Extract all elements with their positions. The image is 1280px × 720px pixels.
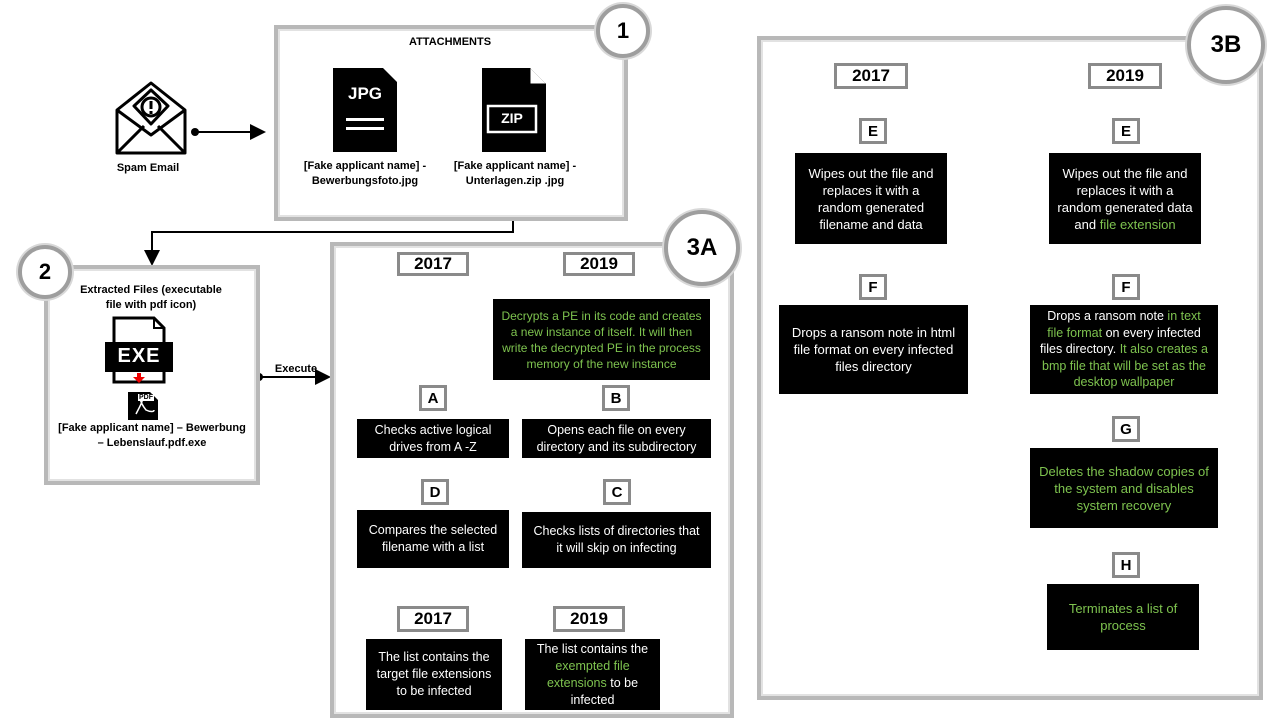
- extracted-caption: [Fake applicant name] – Bewerbung – Lebe…: [50, 421, 254, 451]
- 3a-list-2017-text: The list contains the target file extens…: [376, 650, 492, 698]
- 3a-step-c: C: [603, 479, 631, 505]
- 3a-step-d: D: [421, 479, 449, 505]
- attachments-title: ATTACHMENTS: [408, 36, 492, 48]
- 3b-e-2019-text: Wipes out the file and replaces it with …: [1057, 165, 1193, 233]
- 3a-d-box: Compares the selected filename with a li…: [357, 510, 509, 568]
- 3b-f-2017-text: Drops a ransom note in html file format …: [791, 325, 956, 374]
- 3a-decrypt-box: Decrypts a PE in its code and creates a …: [493, 299, 710, 380]
- 3a-list-2019-pre: The list contains the: [536, 641, 649, 656]
- extracted-title-line1: Extracted Files (executable: [80, 284, 222, 296]
- 3b-g-text: Deletes the shadow copies of the system …: [1039, 463, 1209, 513]
- 3a-step-a: A: [419, 385, 447, 411]
- step-3a-badge: 3A: [664, 210, 740, 286]
- zip-file-icon: ZIP: [482, 68, 546, 152]
- 3b-year-2017: 2017: [834, 63, 908, 89]
- 3b-e-2017-box: Wipes out the file and replaces it with …: [795, 153, 947, 244]
- step-3b-badge: 3B: [1187, 6, 1265, 84]
- 3a-a-text: Checks active logical drives from A -Z: [374, 422, 492, 454]
- 3a-c-text: Checks lists of directories that it will…: [533, 524, 700, 555]
- attachments-panel: [274, 25, 628, 221]
- zip-caption: [Fake applicant name] - Unterlagen.zip .…: [440, 159, 590, 189]
- 3a-step-b: B: [602, 385, 630, 411]
- spam-email-label: Spam Email: [116, 162, 180, 174]
- 3a-list-2017-box: The list contains the target file extens…: [366, 639, 502, 710]
- step-2-badge: 2: [18, 245, 72, 299]
- jpg-caption: [Fake applicant name] - Bewerbungsfoto.j…: [290, 159, 440, 189]
- exe-label: EXE: [117, 345, 161, 367]
- step-1-badge: 1: [596, 4, 650, 58]
- 3b-step-h: H: [1112, 552, 1140, 578]
- extracted-caption-line2: – Lebenslauf.pdf.exe: [97, 437, 207, 449]
- 3b-left-step-f: F: [859, 274, 887, 300]
- 3b-f-2019-text: Drops a ransom note in text file format …: [1038, 308, 1210, 391]
- 3b-e-2019-green: file extension: [1099, 216, 1176, 232]
- 3b-left-step-e: E: [859, 118, 887, 144]
- jpg-file-icon: JPG: [333, 68, 397, 152]
- 3b-f-2019-green1: in text file format: [1047, 309, 1201, 340]
- 3b-f-2019-mid: on every infected files directory.: [1040, 325, 1201, 357]
- 3b-e-2019-pre: Wipes out the file and replaces it with …: [1057, 165, 1193, 232]
- 3b-g-box: Deletes the shadow copies of the system …: [1030, 448, 1218, 528]
- 3a-year-2017: 2017: [397, 252, 469, 276]
- pdf-label: PDF: [138, 394, 154, 401]
- 3b-f-2019-pre: Drops a ransom note: [1047, 309, 1164, 324]
- 3a-decrypt-text: Decrypts a PE in its code and creates a …: [501, 308, 702, 371]
- jpg-label: JPG: [347, 84, 383, 103]
- 3b-f-2017-box: Drops a ransom note in html file format …: [779, 305, 968, 394]
- 3a-c-box: Checks lists of directories that it will…: [522, 512, 711, 568]
- 3a-bottom-year-2017: 2017: [397, 606, 469, 632]
- 3b-e-2019-box: Wipes out the file and replaces it with …: [1049, 153, 1201, 244]
- 3a-d-text: Compares the selected filename with a li…: [368, 523, 498, 554]
- exe-file-icon: EXE: [104, 316, 174, 386]
- execute-label: Execute: [274, 363, 318, 375]
- 3b-h-box: Terminates a list of process: [1047, 584, 1199, 650]
- spam-email-icon: [112, 80, 190, 158]
- pdf-file-icon: PDF: [128, 392, 160, 420]
- zip-caption-line2: Unterlagen.zip .jpg: [465, 175, 565, 187]
- 3b-step-g: G: [1112, 416, 1140, 442]
- 3a-list-2019-box: The list contains the exempted file exte…: [525, 639, 660, 710]
- 3b-f-2019-box: Drops a ransom note in text file format …: [1030, 305, 1218, 394]
- 3a-list-2019-text: The list contains the exempted file exte…: [533, 641, 652, 709]
- 3b-right-step-e: E: [1112, 118, 1140, 144]
- extracted-title: Extracted Files (executable file with pd…: [66, 283, 236, 313]
- 3b-f-2019-green2: It also creates a bmp file that will be …: [1042, 342, 1208, 390]
- extracted-caption-line1: [Fake applicant name] – Bewerbung: [58, 422, 246, 434]
- 3b-h-text: Terminates a list of process: [1068, 601, 1178, 633]
- jpg-caption-line1: [Fake applicant name] -: [303, 160, 427, 172]
- 3b-year-2019: 2019: [1088, 63, 1162, 89]
- 3a-b-text: Opens each file on every directory and i…: [536, 422, 697, 454]
- 3b-e-2017-text: Wipes out the file and replaces it with …: [808, 165, 934, 232]
- 3a-a-box: Checks active logical drives from A -Z: [357, 419, 509, 458]
- extracted-title-line2: file with pdf icon): [105, 299, 197, 311]
- 3a-b-box: Opens each file on every directory and i…: [522, 419, 711, 458]
- zip-caption-line1: [Fake applicant name] -: [453, 160, 577, 172]
- 3a-bottom-year-2019: 2019: [553, 606, 625, 632]
- 3a-year-2019: 2019: [563, 252, 635, 276]
- 3a-list-2019-green: exempted file extensions: [546, 658, 630, 690]
- zip-label: ZIP: [501, 110, 523, 126]
- 3a-list-2019-post: to be infected: [570, 675, 639, 707]
- 3b-right-step-f: F: [1112, 274, 1140, 300]
- jpg-caption-line2: Bewerbungsfoto.jpg: [311, 175, 419, 187]
